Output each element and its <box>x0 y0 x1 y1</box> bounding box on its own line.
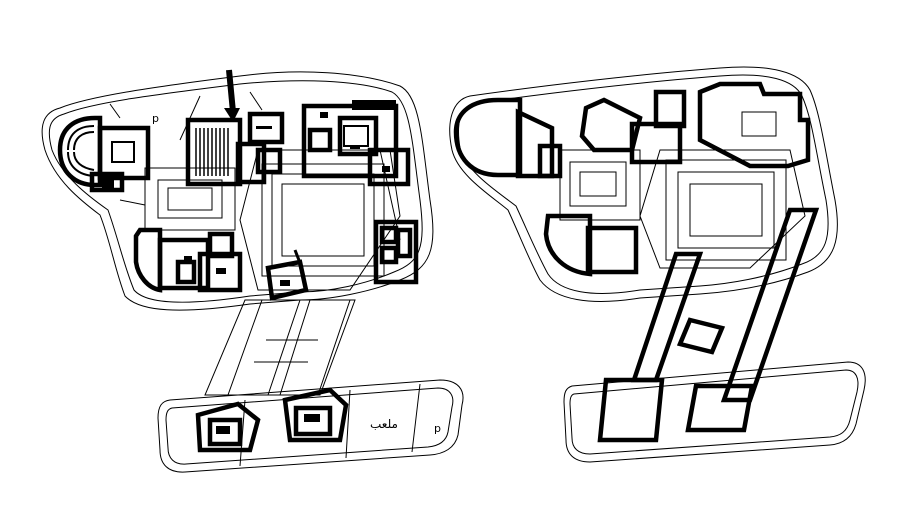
right-lower-strip-inner <box>569 369 859 455</box>
lower-building-1-core <box>207 417 243 447</box>
north-arrow-head <box>224 108 240 122</box>
right-main-courtyard-ring1 <box>665 159 787 261</box>
right-arm-left <box>630 251 704 383</box>
auditorium-core <box>111 141 135 163</box>
gate-pavilion-mark <box>280 280 290 286</box>
right-site-plan <box>449 66 866 463</box>
auditorium-seating <box>67 125 95 177</box>
right-lower-strip-outer <box>563 361 866 463</box>
lower-building-1-mark <box>216 426 230 434</box>
right-library-building <box>543 213 593 277</box>
admin-inner-2 <box>343 125 369 147</box>
lower-building-2-core <box>293 405 333 437</box>
hall-stairs <box>195 128 229 176</box>
right-courtyard-outer <box>559 149 641 221</box>
admin-mark-2 <box>350 146 360 149</box>
right-terminal-2 <box>685 383 755 433</box>
playground-label: ملعب <box>370 417 398 431</box>
hall-side-block-2 <box>255 147 283 175</box>
right-top-block-4 <box>697 81 811 169</box>
hall-side-block <box>235 141 267 185</box>
lower-strip-inner <box>165 387 454 465</box>
admin-mark-3 <box>382 166 390 172</box>
library-wing-1 <box>157 237 211 291</box>
admin-mark-1 <box>320 112 328 118</box>
right-arm-bridge <box>676 317 726 355</box>
right-dome-building <box>453 97 523 178</box>
main-courtyard-ring2 <box>271 173 375 267</box>
right-top-block-3 <box>653 89 687 129</box>
lower-strip-outer <box>157 379 464 473</box>
gate-pavilion-line <box>293 249 304 269</box>
right-main-courtyard-ring3 <box>689 183 763 237</box>
gate-pavilion <box>265 259 309 301</box>
east-room-2 <box>379 245 399 265</box>
admin-topbar <box>352 100 396 110</box>
left-site-boundary-inner <box>48 80 423 303</box>
main-courtyard-ring1 <box>261 163 385 277</box>
east-room-3 <box>395 227 413 259</box>
admin-room-1 <box>307 127 333 153</box>
right-library-wing <box>585 225 639 275</box>
parking-label-bottom: p <box>434 422 441 435</box>
library-mark-1 <box>184 256 192 260</box>
auditorium-small-2 <box>102 180 114 188</box>
north-arrow-shaft <box>226 69 236 113</box>
lower-building-2-mark <box>304 414 320 422</box>
main-courtyard-ring3 <box>281 183 365 257</box>
right-courtyard-inner <box>569 161 627 207</box>
east-block <box>373 219 419 285</box>
right-top-block-4-inner <box>741 111 777 137</box>
admin-building <box>301 103 399 179</box>
parking-label-top: p <box>152 112 159 125</box>
library-room-2 <box>207 231 235 259</box>
admin-inner-1 <box>337 115 379 157</box>
east-room-1 <box>379 225 399 245</box>
left-courtyard-core <box>167 187 213 211</box>
lower-building-2 <box>282 387 349 443</box>
auditorium-small-1 <box>89 171 125 193</box>
library-mark-2 <box>216 268 226 274</box>
main-courtyard-outer <box>239 149 401 291</box>
right-courtyard-core <box>579 171 617 197</box>
connector-path <box>204 299 356 396</box>
lower-building-1 <box>195 401 261 453</box>
right-main-courtyard-ring2 <box>677 171 775 249</box>
right-main-courtyard <box>639 149 806 269</box>
library-building <box>133 227 163 293</box>
auditorium-annex <box>97 125 151 181</box>
left-site-plan: p p ملعب <box>41 69 464 473</box>
library-room-1 <box>175 259 197 285</box>
hall-annex-mark <box>256 126 272 129</box>
right-site-boundary-inner <box>458 74 829 294</box>
